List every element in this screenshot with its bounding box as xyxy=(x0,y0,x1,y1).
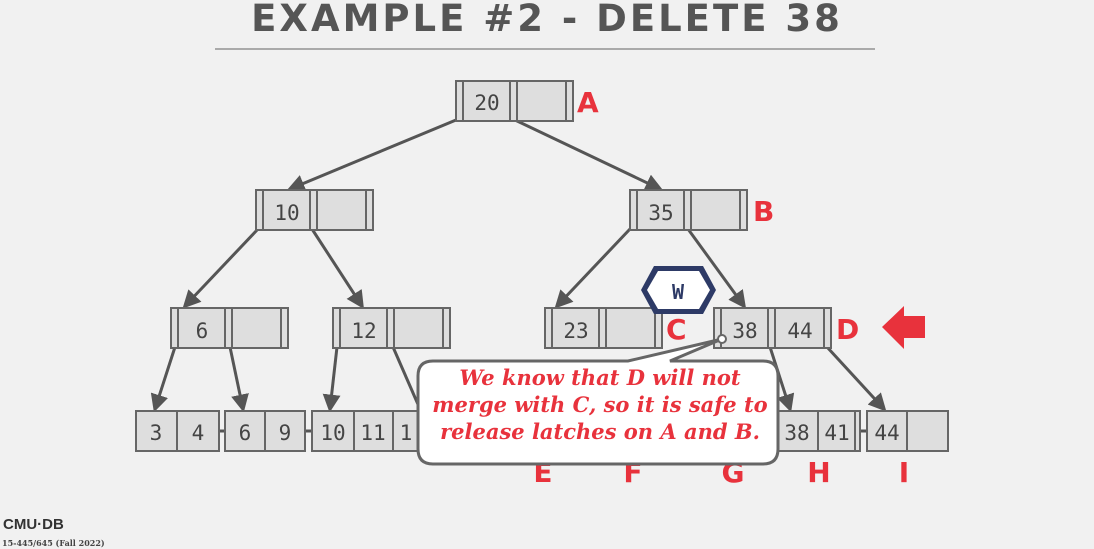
node-C: 23 xyxy=(544,307,663,349)
edge-12-leaf4 xyxy=(391,346,422,410)
slide-title: EXAMPLE #2 - DELETE 38 xyxy=(251,0,843,40)
node-key: 23 xyxy=(563,319,588,343)
svg-text:3: 3 xyxy=(150,421,163,445)
edge-B-C xyxy=(554,227,632,309)
label-H: H xyxy=(807,456,830,489)
leaf-node: 3 4 xyxy=(135,410,220,452)
edge-D-H xyxy=(768,346,795,413)
node-B: 35 xyxy=(629,189,748,231)
label-C: C xyxy=(666,313,687,346)
node-12: 12 xyxy=(332,307,451,349)
svg-text:41: 41 xyxy=(824,421,849,445)
callout-line: release latches on A and B. xyxy=(440,419,760,444)
callout-line: merge with C, so it is safe to xyxy=(432,392,768,417)
course-label: 15-445/645 (Fall 2022) xyxy=(2,538,105,548)
svg-text:38: 38 xyxy=(784,421,809,445)
leaf-node-H: 38 41 xyxy=(775,410,861,452)
svg-text:6: 6 xyxy=(239,421,252,445)
node-10: 10 xyxy=(255,189,374,231)
leaf-node-I: 44 xyxy=(866,410,949,452)
node-key: 20 xyxy=(474,91,499,115)
callout-bubble xyxy=(416,337,780,466)
tree-edges xyxy=(150,118,887,433)
edge-10-12 xyxy=(310,228,364,310)
svg-text:10: 10 xyxy=(320,421,345,445)
logo-text: CMU·DB xyxy=(3,516,64,533)
edge-10-6 xyxy=(182,227,260,309)
label-B: B xyxy=(753,195,774,228)
svg-text:9: 9 xyxy=(279,421,292,445)
callout-text: We know that D will not merge with C, so… xyxy=(420,364,780,445)
edge-D-I xyxy=(825,345,887,412)
edge-6-leaf2 xyxy=(228,346,249,413)
node-key: 44 xyxy=(787,319,812,343)
edge-6-leaf1 xyxy=(150,346,177,413)
edge-B-D xyxy=(686,228,747,309)
label-A: A xyxy=(577,86,599,119)
node-key: 6 xyxy=(196,319,209,343)
node-6: 6 xyxy=(170,307,289,349)
leaf-node: 6 9 xyxy=(224,410,306,452)
edge-A-B xyxy=(514,118,664,191)
node-A: 20 xyxy=(455,80,574,122)
node-key: 35 xyxy=(648,201,673,225)
write-latch-icon: W xyxy=(641,266,716,314)
node-key: 12 xyxy=(351,319,376,343)
label-I: I xyxy=(899,456,909,489)
leaf-node: 10 11 1 xyxy=(311,410,423,452)
latch-label: W xyxy=(672,280,685,304)
svg-text:44: 44 xyxy=(874,421,899,445)
pointer-arrow-icon xyxy=(882,306,925,349)
svg-text:4: 4 xyxy=(192,421,205,445)
cmu-db-logo: CMU·DB xyxy=(3,516,64,533)
node-D: 38 44 xyxy=(713,307,832,349)
node-key: 10 xyxy=(274,201,299,225)
label-D: D xyxy=(836,313,859,346)
node-key: 38 xyxy=(732,319,757,343)
callout-line: We know that D will not xyxy=(459,365,741,390)
edge-12-leaf3 xyxy=(322,346,341,413)
svg-text:11: 11 xyxy=(360,421,385,445)
svg-text:1: 1 xyxy=(400,421,413,445)
title-divider xyxy=(215,48,875,50)
edge-A-10 xyxy=(286,118,457,192)
